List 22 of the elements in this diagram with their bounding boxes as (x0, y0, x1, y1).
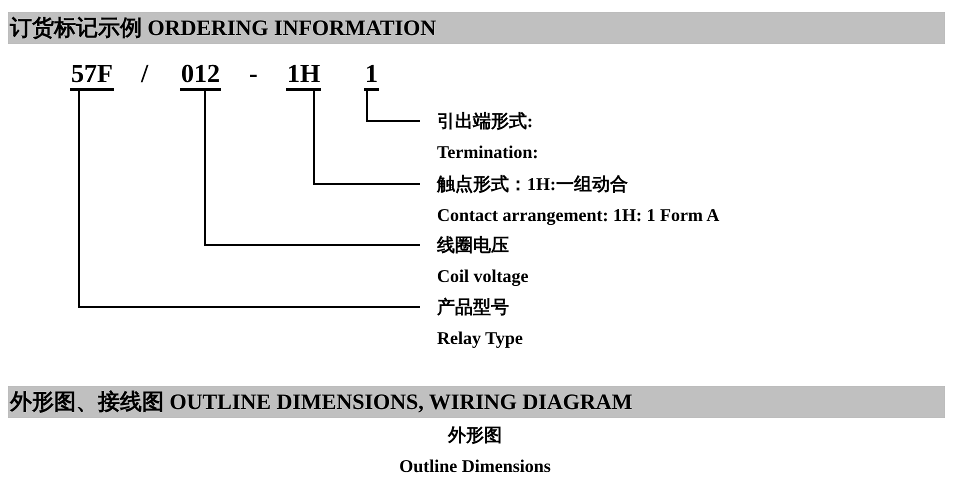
description-text: 产品型号 (437, 296, 510, 319)
description-text: 线圈电压 (437, 234, 510, 257)
separator-symbol: / (141, 60, 148, 88)
description-text: Coil voltage (437, 265, 528, 288)
section-heading: 外形图、接线图 OUTLINE DIMENSIONS, WIRING DIAGRAM (8, 386, 945, 418)
code-segment: 57F (70, 60, 114, 91)
code-segment: 012 (180, 60, 221, 91)
description-text: Relay Type (437, 327, 523, 350)
code-segment: 1 (364, 60, 379, 91)
separator-symbol: - (249, 60, 258, 88)
leader-line (366, 91, 420, 122)
description-text: Contact arrangement: 1H: 1 Form A (437, 204, 720, 227)
leader-line (204, 91, 420, 246)
code-segment: 1H (286, 60, 322, 91)
description-text: Termination: (437, 141, 538, 164)
section-heading: 订货标记示例 ORDERING INFORMATION (8, 12, 945, 44)
leader-line (78, 91, 420, 308)
leader-line (313, 91, 420, 185)
sub-heading: 外形图 (448, 424, 502, 447)
sub-heading: Outline Dimensions (399, 455, 551, 477)
description-text: 引出端形式: (437, 110, 534, 133)
description-text: 触点形式：1H:一组动合 (437, 173, 629, 196)
